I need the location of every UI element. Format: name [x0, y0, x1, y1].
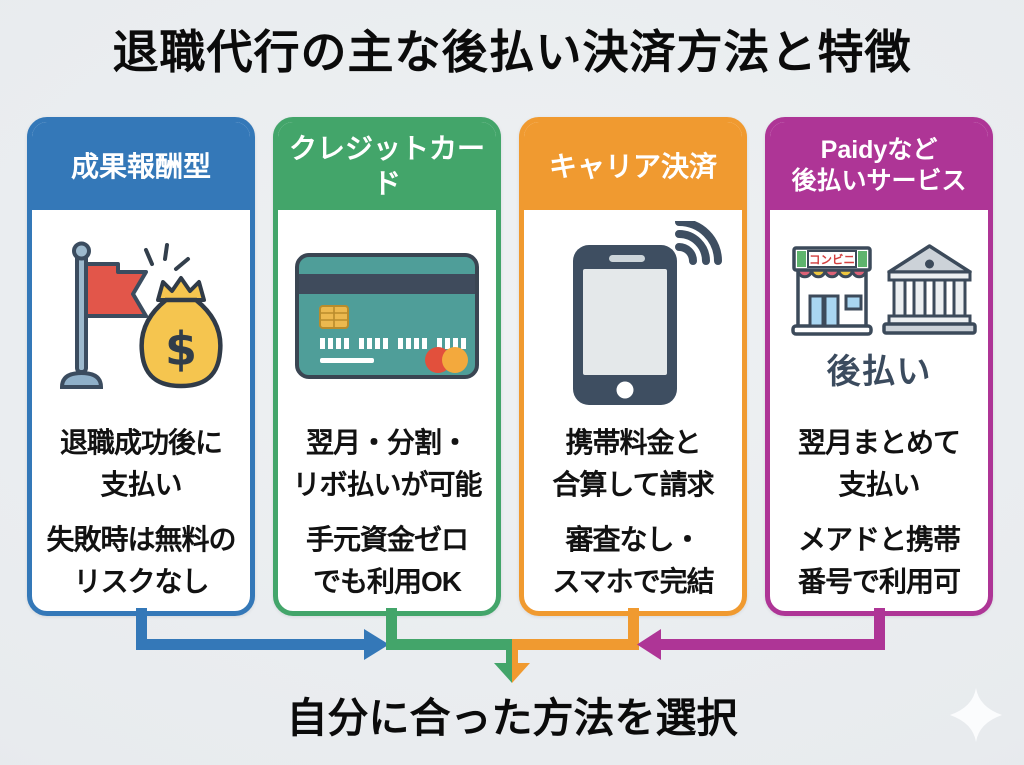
credit-card-icon: [292, 210, 482, 422]
feature-text: 翌月・分割・ リボ払いが可能: [292, 427, 482, 500]
feature-text: メアドと携帯 番号で利用可: [797, 524, 961, 597]
connector-orange: [512, 608, 639, 683]
column-paidy-body: コンビニ 後払い 翌月まとめて 支払い メアドと携帯 番号で利用可: [770, 210, 988, 611]
sparkle-icon: [950, 688, 1002, 742]
feature-text: 翌月まとめて 支払い: [797, 427, 961, 500]
column-carrier-billing: キャリア決済 携帯料金と 合算して請求 審査なし・ スマホで完結: [519, 117, 747, 616]
column-performance-header: 成果報酬型: [32, 122, 250, 210]
svg-text:$: $: [164, 322, 196, 376]
page-title: 退職代行の主な後払い決済方法と特徴: [112, 26, 912, 78]
feature-text: 携帯料金と 合算して請求: [552, 427, 714, 500]
column-paidy-header: Paidyなど 後払いサービス: [770, 122, 988, 210]
feature-text: 失敗時は無料の リスクなし: [46, 524, 236, 597]
conclusion-text: 自分に合った方法を選択: [286, 695, 738, 741]
store-sign-text: コンビニ: [809, 252, 855, 266]
column-credit-card-header: クレジットカード: [278, 122, 496, 210]
feature-text: 手元資金ゼロ でも利用OK: [305, 524, 469, 597]
column-credit-card: クレジットカード: [273, 117, 501, 616]
feature-text: 退職成功後に 支払い: [59, 427, 223, 500]
smartphone-signal-icon: [543, 210, 723, 422]
flag-and-money-bag-icon: $: [54, 210, 229, 422]
payment-method-columns: 成果報酬型 $ 退職成功後に 支: [27, 117, 993, 616]
column-performance-body: $ 退職成功後に 支払い 失敗時は無料の リスクなし: [32, 210, 250, 611]
deferred-pay-caption: 後払い: [826, 352, 932, 391]
feature-text: 審査なし・ スマホで完結: [552, 524, 714, 597]
column-carrier-billing-body: 携帯料金と 合算して請求 審査なし・ スマホで完結: [524, 210, 742, 611]
store-and-bank-icon: コンビニ 後払い: [782, 210, 977, 422]
column-paidy-deferred: Paidyなど 後払いサービス: [765, 117, 993, 616]
column-carrier-billing-header: キャリア決済: [524, 122, 742, 210]
column-performance-fee: 成果報酬型 $ 退職成功後に 支: [27, 117, 255, 616]
column-credit-card-body: 翌月・分割・ リボ払いが可能 手元資金ゼロ でも利用OK: [278, 210, 496, 611]
connector-green: [386, 608, 512, 683]
